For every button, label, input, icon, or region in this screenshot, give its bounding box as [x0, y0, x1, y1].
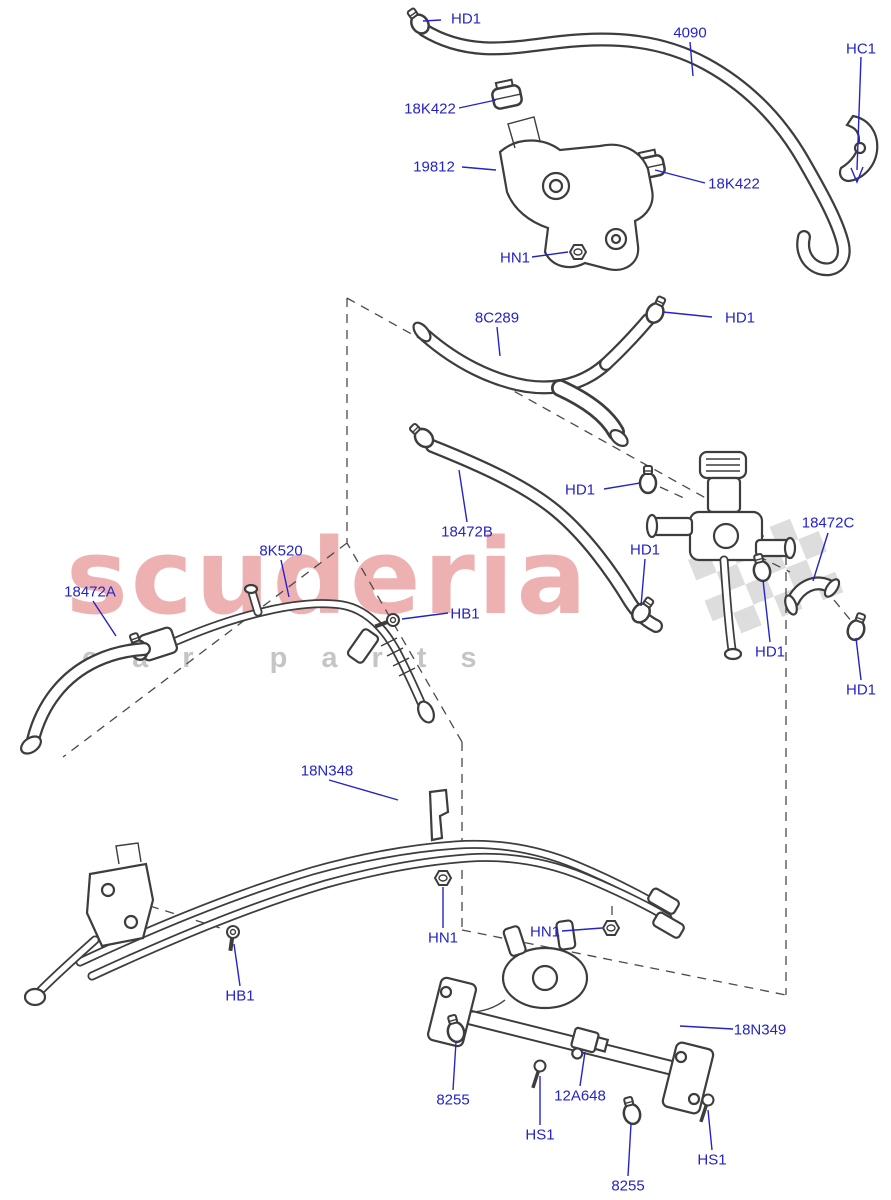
- part-label-hd1-4[interactable]: HD1: [629, 541, 661, 559]
- hose-18472c: [784, 576, 841, 616]
- part-label-hn1-1[interactable]: HN1: [499, 249, 531, 267]
- construction-lines: [62, 297, 853, 996]
- part-label-hd1-6[interactable]: HD1: [845, 681, 877, 699]
- part-label-hn1-2[interactable]: HN1: [427, 929, 459, 947]
- bracket-19812: [498, 116, 654, 271]
- part-label-hc1[interactable]: HC1: [845, 40, 877, 58]
- part-label-4090[interactable]: 4090: [673, 24, 707, 42]
- part-label-18k422-1[interactable]: 18K422: [404, 100, 456, 118]
- part-label-8k520[interactable]: 8K520: [259, 542, 303, 560]
- part-label-hs1-1[interactable]: HS1: [525, 1126, 555, 1144]
- part-label-hd1-1[interactable]: HD1: [450, 10, 482, 28]
- part-label-hd1-5[interactable]: HD1: [754, 643, 786, 661]
- part-label-12a648[interactable]: 12A648: [554, 1087, 606, 1105]
- part-label-18472b[interactable]: 18472B: [441, 523, 493, 541]
- part-label-18n349[interactable]: 18N349: [733, 1021, 787, 1039]
- part-label-hb1-2[interactable]: HB1: [225, 987, 255, 1005]
- part-label-8c289[interactable]: 8C289: [474, 309, 520, 327]
- part-label-hn1-3[interactable]: HN1: [529, 923, 561, 941]
- part-label-18k422-2[interactable]: 18K422: [708, 175, 760, 193]
- part-label-18472c[interactable]: 18472C: [801, 514, 855, 532]
- pipe-8k520: [138, 583, 435, 724]
- part-label-18n348[interactable]: 18N348: [300, 762, 354, 780]
- rail-18n349: [426, 919, 715, 1115]
- hose-4090: [417, 23, 851, 277]
- hose-8c289: [412, 313, 655, 448]
- water-valve: [645, 450, 797, 661]
- part-label-8255-2[interactable]: 8255: [611, 1177, 645, 1195]
- leader-lines: [92, 19, 864, 1177]
- pipes-18n348: [23, 788, 685, 1007]
- part-label-8255-1[interactable]: 8255: [436, 1091, 470, 1109]
- part-label-hs1-2[interactable]: HS1: [697, 1151, 727, 1169]
- part-label-hd1-3[interactable]: HD1: [564, 481, 596, 499]
- part-label-hd1-2[interactable]: HD1: [724, 309, 756, 327]
- part-label-hb1-1[interactable]: HB1: [450, 605, 480, 623]
- sensor-12a648: [570, 1026, 610, 1060]
- hose-18472a: [20, 642, 151, 755]
- part-label-18472a[interactable]: 18472A: [64, 583, 116, 601]
- part-label-19812[interactable]: 19812: [413, 158, 455, 176]
